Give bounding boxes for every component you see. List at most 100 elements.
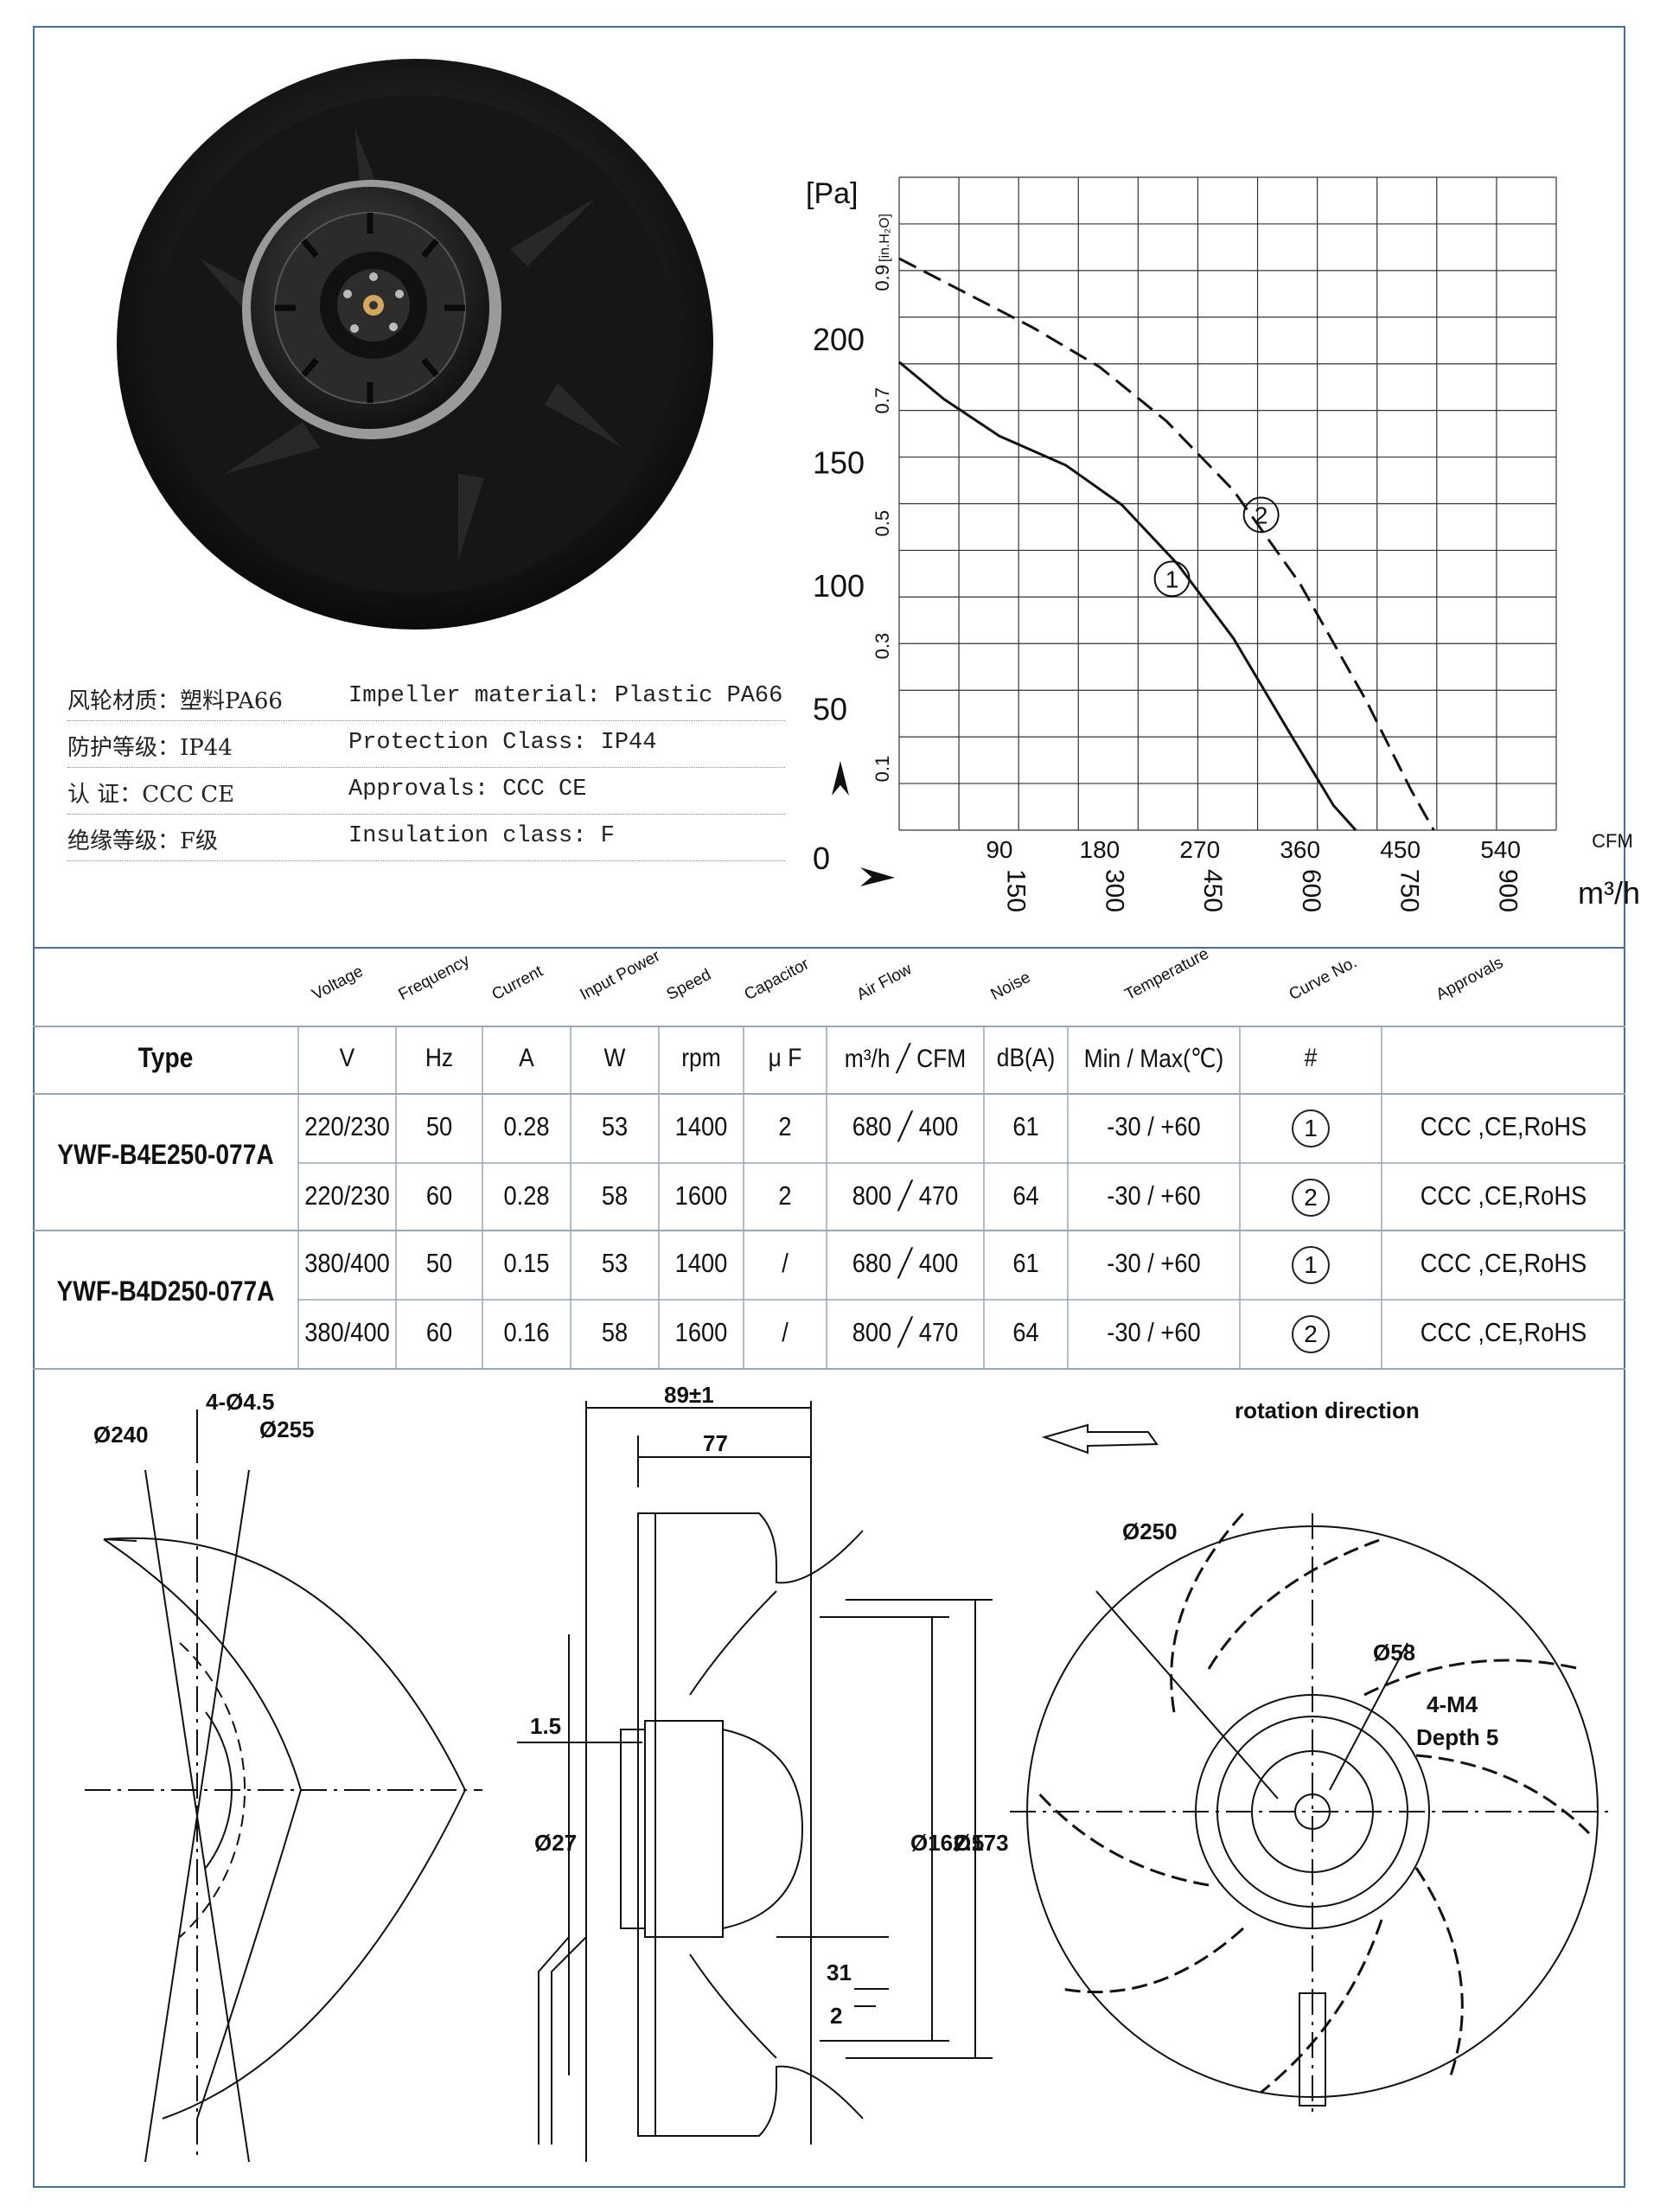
table-unit: V bbox=[339, 1044, 355, 1072]
y-arrow-icon bbox=[832, 761, 849, 796]
curve-2 bbox=[898, 257, 1435, 831]
chart-grid bbox=[898, 176, 1557, 831]
x-tick-cfm: 270 bbox=[1179, 836, 1220, 863]
table-cell: 380/400 bbox=[304, 1317, 390, 1347]
table-cell: 1600 bbox=[674, 1317, 728, 1347]
curve-1 bbox=[898, 361, 1357, 832]
table-type-header: Type bbox=[137, 1042, 194, 1073]
curve-label: 2 bbox=[1255, 502, 1268, 528]
technical-drawings: 4-Ø4.5 Ø240 Ø255 89±1 77 1.5 Ø27 Ø162.5 … bbox=[85, 1384, 1615, 2163]
table-unit: μ F bbox=[768, 1044, 802, 1072]
table-cell: -30 / +60 bbox=[1107, 1248, 1201, 1278]
table-cell: -30 / +60 bbox=[1107, 1180, 1201, 1211]
curve-label: 1 bbox=[1165, 566, 1179, 592]
x-tick-m3h: 600 bbox=[1297, 869, 1325, 912]
y-axis-label-pa: [Pa] bbox=[806, 177, 858, 210]
y-axis-label-inh2o: [in.H₂O] bbox=[878, 214, 892, 262]
front-view bbox=[1010, 1423, 1615, 2119]
table-unit: rpm bbox=[681, 1044, 721, 1072]
y-tick-inh2o: 0.1 bbox=[872, 756, 893, 783]
table-cell: 0.16 bbox=[503, 1317, 550, 1347]
table-unit: A bbox=[519, 1044, 534, 1072]
table-cell: 50 bbox=[425, 1111, 453, 1141]
y-tick-inh2o: 0.9 bbox=[872, 265, 893, 291]
table-cell: 800 ╱ 470 bbox=[852, 1317, 959, 1347]
table-cell: 60 bbox=[425, 1317, 453, 1347]
spec-en: Insulation class: F bbox=[348, 823, 615, 849]
table-cell: -30 / +60 bbox=[1107, 1317, 1201, 1347]
table-cell: 53 bbox=[601, 1111, 629, 1141]
table-cell: 220/230 bbox=[304, 1180, 390, 1211]
table-model: YWF-B4E250-077A bbox=[57, 1139, 274, 1170]
dim-89: 89±1 bbox=[664, 1384, 714, 1408]
y-tick-pa: 100 bbox=[813, 568, 865, 604]
spec-en: Protection Class: IP44 bbox=[348, 730, 657, 756]
y-tick-inh2o: 0.5 bbox=[872, 510, 893, 537]
rotation-direction-label: rotation direction bbox=[1235, 1397, 1420, 1423]
x-unit-m3h: m³/h bbox=[1578, 875, 1640, 911]
table-cell: 680 ╱ 400 bbox=[852, 1248, 959, 1278]
dim-screw: 4-M4 bbox=[1427, 1691, 1478, 1717]
table-cell: / bbox=[782, 1317, 788, 1347]
y-tick-inh2o: 0.3 bbox=[872, 633, 893, 660]
table-cell: 0.28 bbox=[503, 1111, 550, 1141]
table-cell: CCC ,CE,RoHS bbox=[1420, 1180, 1587, 1211]
table-unit: m³/h ╱ CFM bbox=[844, 1045, 967, 1073]
table-model: YWF-B4D250-077A bbox=[56, 1275, 275, 1307]
table-cell: 60 bbox=[425, 1180, 453, 1211]
dim-27: Ø27 bbox=[534, 1830, 577, 1856]
x-tick-m3h: 750 bbox=[1395, 869, 1424, 912]
side-view bbox=[517, 1401, 993, 2162]
table-cell: CCC ,CE,RoHS bbox=[1420, 1111, 1587, 1141]
dim-173: Ø173 bbox=[954, 1830, 1009, 1856]
y-tick-pa: 150 bbox=[813, 445, 865, 481]
flange-view bbox=[85, 1410, 482, 2163]
x-tick-cfm: 450 bbox=[1380, 836, 1421, 863]
dim-250: Ø250 bbox=[1122, 1518, 1178, 1544]
spec-cn: 绝缘等级：F级 bbox=[67, 828, 219, 854]
table-unit: W bbox=[603, 1044, 626, 1072]
table-cell: 53 bbox=[601, 1248, 629, 1278]
y-tick-pa: 200 bbox=[813, 322, 865, 357]
y-tick-pa: 0 bbox=[813, 841, 830, 876]
table-grid bbox=[33, 1026, 1625, 1370]
x-tick-m3h: 900 bbox=[1493, 869, 1522, 912]
table-unit: Min / Max(℃) bbox=[1083, 1045, 1224, 1073]
dim-255: Ø255 bbox=[259, 1416, 315, 1442]
chart-curves: 12 bbox=[898, 257, 1435, 832]
table-cell: 220/230 bbox=[304, 1111, 390, 1141]
curve-number-badge: 1 bbox=[1292, 1246, 1330, 1284]
curve-label-circle bbox=[1153, 560, 1191, 598]
table-cell: 0.28 bbox=[503, 1180, 550, 1211]
curve-number-badge: 1 bbox=[1292, 1109, 1330, 1148]
table-cell: 64 bbox=[1012, 1317, 1039, 1347]
x-arrow-icon bbox=[860, 867, 895, 886]
dim-31: 31 bbox=[827, 1959, 852, 1985]
table-cell: -30 / +60 bbox=[1107, 1111, 1201, 1141]
x-tick-cfm: 90 bbox=[986, 836, 1012, 863]
spec-cn: 认 证：CCC CE bbox=[67, 782, 235, 808]
table-cell: 1600 bbox=[674, 1180, 728, 1211]
x-tick-m3h: 150 bbox=[1002, 869, 1031, 912]
table-cell: CCC ,CE,RoHS bbox=[1420, 1248, 1587, 1278]
y-tick-inh2o: 0.7 bbox=[872, 387, 893, 414]
performance-curve-chart: 12 0501001502000.10.30.50.70.9[Pa][in.H₂… bbox=[806, 176, 1640, 912]
table-cell: 1400 bbox=[674, 1248, 728, 1278]
table-unit: dB(A) bbox=[996, 1044, 1056, 1072]
table-cell: 380/400 bbox=[304, 1248, 390, 1278]
table-cell: 50 bbox=[425, 1248, 453, 1278]
dim-depth: Depth 5 bbox=[1416, 1724, 1498, 1750]
x-tick-cfm: 540 bbox=[1480, 836, 1521, 863]
x-tick-m3h: 300 bbox=[1100, 869, 1128, 912]
table-cell: 61 bbox=[1012, 1248, 1039, 1278]
table-cell: 61 bbox=[1012, 1111, 1039, 1141]
spec-row: 绝缘等级：F级 Insulation class: F bbox=[67, 815, 785, 861]
x-tick-cfm: 180 bbox=[1080, 836, 1120, 863]
spec-en: Impeller material: Plastic PA66 bbox=[348, 683, 783, 709]
table-cell: / bbox=[782, 1248, 788, 1278]
chart-labels: 0501001502000.10.30.50.70.9[Pa][in.H₂O]9… bbox=[806, 177, 1640, 912]
curve-label-circle bbox=[1242, 496, 1280, 534]
table-cell: 64 bbox=[1012, 1180, 1039, 1211]
dim-2: 2 bbox=[830, 2003, 842, 2029]
